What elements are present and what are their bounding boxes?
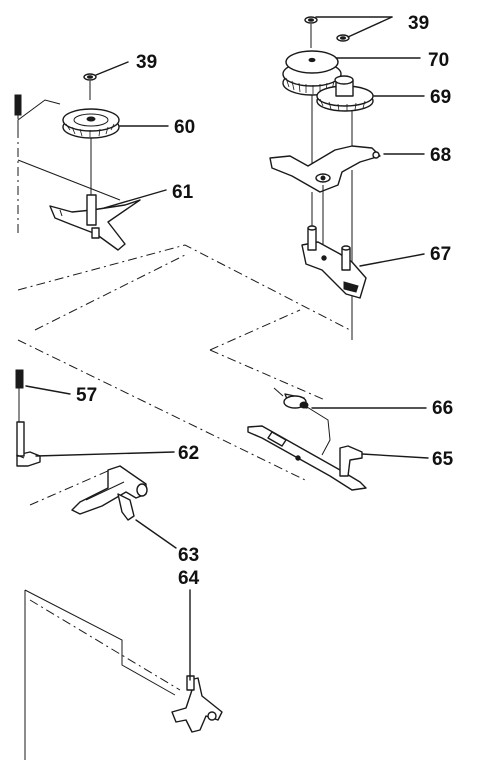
part-64-pawl xyxy=(171,675,223,733)
callout-labels: 39 70 39 69 60 68 61 67 57 66 62 65 63 6… xyxy=(76,13,454,589)
callout-39-left: 39 xyxy=(136,52,157,73)
part-65-slide-bar xyxy=(247,425,367,491)
part-61-lever xyxy=(49,194,141,251)
callout-63: 63 xyxy=(178,545,199,566)
callout-65: 65 xyxy=(432,449,454,470)
part-39-washer-left xyxy=(83,73,97,100)
callout-39-top-right: 39 xyxy=(408,13,429,34)
leader-lines xyxy=(25,16,429,681)
callout-69: 69 xyxy=(430,87,451,108)
part-66-roller xyxy=(273,387,331,456)
callout-61: 61 xyxy=(172,182,194,203)
chassis-outline xyxy=(17,99,351,760)
part-39-washers-top xyxy=(304,16,350,48)
part-69-gear xyxy=(316,75,374,112)
part-57-spring xyxy=(14,94,24,430)
callout-66: 66 xyxy=(432,398,453,419)
part-67-bracket xyxy=(301,225,367,299)
callout-57: 57 xyxy=(76,385,97,406)
callout-67: 67 xyxy=(430,244,451,265)
part-60-gear xyxy=(62,108,120,195)
callout-60: 60 xyxy=(174,117,195,138)
callout-70: 70 xyxy=(428,50,449,71)
callout-68: 68 xyxy=(430,145,451,166)
part-68-plate xyxy=(269,145,381,193)
part-62-bracket xyxy=(16,421,41,467)
part-63-lever xyxy=(71,465,148,521)
callout-64: 64 xyxy=(178,568,200,589)
callout-62: 62 xyxy=(178,443,199,464)
